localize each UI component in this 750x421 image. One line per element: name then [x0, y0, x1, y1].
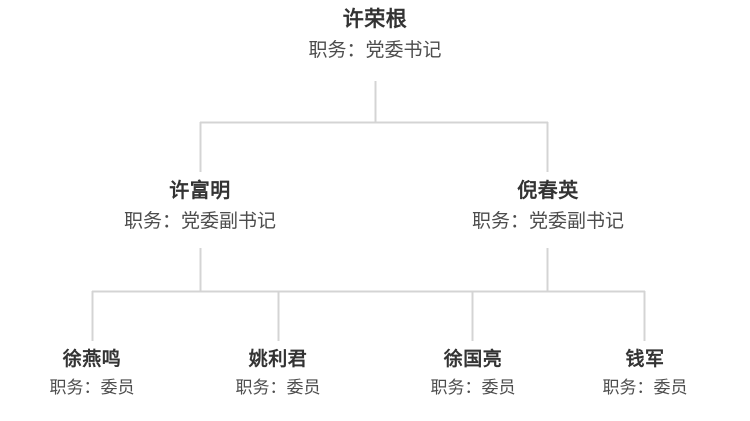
org-node-name: 姚利君 — [248, 348, 308, 370]
org-node-name: 倪春英 — [517, 178, 579, 202]
org-node-name: 许荣根 — [342, 7, 408, 31]
org-node-title: 职务：委员 — [235, 378, 321, 398]
org-node-title: 职务：委员 — [602, 378, 688, 398]
org-node-nichunying[interactable]: 倪春英 职务：党委副书记 — [472, 178, 624, 234]
org-node-title: 职务：党委副书记 — [471, 210, 625, 232]
org-node-name: 徐燕鸣 — [62, 348, 122, 370]
org-node-yaolijun[interactable]: 姚利君 职务：委员 — [236, 347, 321, 400]
org-node-xuguoliang[interactable]: 徐国亮 职务：委员 — [431, 347, 516, 400]
org-node-name: 许富明 — [169, 178, 231, 202]
org-node-name: 徐国亮 — [443, 348, 503, 370]
org-node-root[interactable]: 许荣根 职务：党委书记 — [308, 6, 441, 63]
org-node-xufuming[interactable]: 许富明 职务：党委副书记 — [124, 178, 276, 234]
org-node-title: 职务：党委书记 — [308, 39, 442, 61]
org-node-name: 钱军 — [625, 348, 665, 370]
org-node-xuyanming[interactable]: 徐燕鸣 职务：委员 — [50, 347, 135, 400]
org-node-title: 职务：委员 — [49, 378, 135, 398]
org-node-title: 职务：委员 — [430, 378, 516, 398]
org-node-title: 职务：党委副书记 — [123, 210, 277, 232]
org-node-qianjun[interactable]: 钱军 职务：委员 — [603, 347, 688, 400]
